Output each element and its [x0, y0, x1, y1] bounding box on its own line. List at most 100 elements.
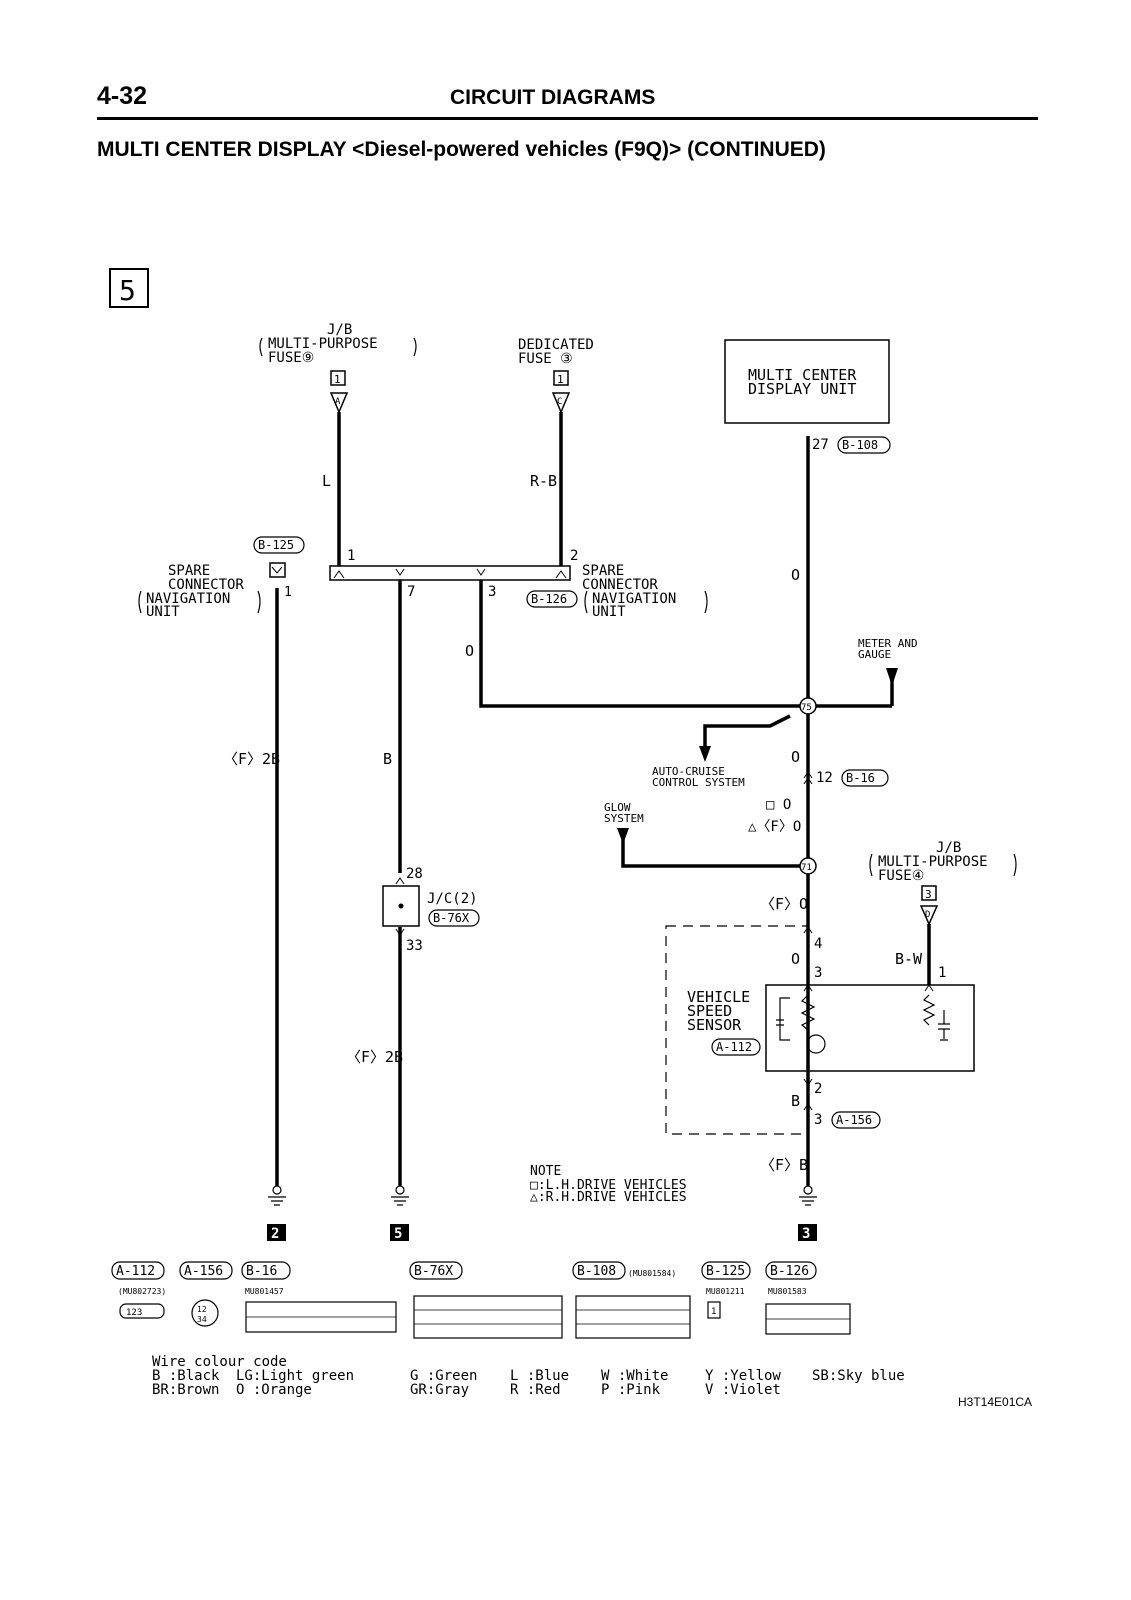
legend-pins-a156-top: 12 [197, 1305, 207, 1314]
jb-fuse-9: J/B MULTI-PURPOSE FUSE⑨ 1 A [259, 322, 417, 414]
wire-glow [621, 832, 808, 868]
unit-label-1: MULTI CENTER [748, 366, 857, 384]
code-b126: B-126 [531, 592, 567, 606]
legend-code-b126: B-126 [770, 1264, 809, 1279]
pin-1: 1 [347, 548, 355, 564]
spare-connector-b126: 1 2 7 3 B-126 SPARE CONNECTOR NAVIGATION… [329, 548, 708, 620]
legend-part-b125: MU801211 [706, 1287, 745, 1296]
colour-br: BR:Brown [152, 1382, 219, 1398]
wire-label-f2b-1: 〈F〉2B [223, 750, 280, 768]
note-title: NOTE [530, 1164, 561, 1179]
legend-code-b16: B-16 [246, 1264, 277, 1279]
dedicated-fuse-3: DEDICATED FUSE ③ 1 C [518, 337, 594, 414]
label-spare: SPARE [582, 563, 624, 579]
vehicle-speed-sensor: VEHICLE SPEED SENSOR A-112 4 3 2 3 A-156… [665, 925, 975, 1135]
code-b108: B-108 [842, 438, 878, 452]
legend-code-b108: B-108 [577, 1264, 616, 1279]
label-sensor: SENSOR [687, 1016, 742, 1034]
ground-number: 5 [394, 1226, 402, 1242]
code-b16: B-16 [846, 771, 875, 785]
page-subtitle: MULTI CENTER DISPLAY <Diesel-powered veh… [97, 138, 826, 161]
label-unit: UNIT [146, 604, 180, 620]
pin-7: 7 [407, 584, 415, 600]
pin-2: 2 [570, 548, 578, 564]
wire-label-fo: 〈F〉O [760, 895, 808, 913]
legend-code-a156: A-156 [184, 1264, 223, 1279]
splice-number: 75 [801, 703, 812, 713]
wire-label-o-4: O [791, 950, 800, 968]
sheet-marker-number: 5 [119, 274, 136, 307]
splice-75: 75 [799, 697, 817, 715]
wire-label-o-1: O [791, 566, 800, 584]
ground-2: 2 [267, 1185, 286, 1242]
label-jb: J/B [327, 322, 352, 338]
pin-27: 27 [812, 437, 829, 453]
wire-label-tri-fo: △〈F〉O [748, 819, 801, 835]
label-connector: CONNECTOR [582, 577, 658, 593]
label-vehicle: VEHICLE [687, 988, 750, 1006]
pin-3: 3 [814, 965, 822, 981]
label-auto-cruise: AUTO-CRUISE [652, 765, 725, 778]
wire-colour-code: Wire colour code B :Black BR:Brown LG:Li… [152, 1354, 905, 1398]
pin-1: 1 [938, 965, 946, 981]
wire-label-b-2: B [791, 1092, 800, 1110]
colour-o: O :Orange [236, 1382, 312, 1398]
wire-set [275, 412, 931, 1186]
legend-code-a112: A-112 [116, 1264, 155, 1279]
legend-part-b16: MU801457 [245, 1287, 284, 1296]
wire-label-rb: R-B [530, 472, 557, 490]
document-code: H3T14E01CA [958, 1395, 1033, 1409]
label-gauge: GAUGE [858, 648, 891, 661]
ground-5: 5 [390, 1185, 409, 1242]
label-meter: METER AND [858, 637, 918, 650]
colour-l: L :Blue [510, 1368, 569, 1384]
pin-12: 12 [816, 770, 833, 786]
joint-connector-2: 28 33 J/C(2) B-76X [382, 866, 480, 954]
section-title: CIRCUIT DIAGRAMS [450, 86, 656, 109]
pin-2: 2 [814, 1081, 822, 1097]
spare-connector-b125: B-125 1 SPARE CONNECTOR NAVIGATION UNIT [138, 536, 305, 620]
pin-3: 3 [488, 584, 496, 600]
fuse-location-box: 1 [334, 373, 341, 386]
wire-label-o-2: O [465, 642, 474, 660]
legend-part-b108: (MU801584) [628, 1269, 676, 1278]
header-rule [97, 117, 1038, 120]
wire-label-fb: 〈F〉B [760, 1156, 808, 1174]
pin-33: 33 [406, 938, 423, 954]
ground-number: 3 [802, 1226, 810, 1242]
label-fuse: FUSE④ [878, 868, 924, 884]
label-system: SYSTEM [604, 812, 644, 825]
connector-letter: C [557, 397, 562, 407]
label-unit: UNIT [592, 604, 626, 620]
fuse-location-box: 1 [557, 373, 564, 386]
label-multi-purpose: MULTI-PURPOSE [878, 854, 988, 870]
label-multi-purpose: MULTI-PURPOSE [268, 336, 378, 352]
colour-code-title: Wire colour code [152, 1354, 287, 1370]
pin-28: 28 [406, 866, 423, 882]
colour-g: G :Green [410, 1368, 477, 1384]
wire-o-to-75 [479, 580, 808, 708]
unit-label-2: DISPLAY UNIT [748, 380, 856, 398]
pin-3-lower: 3 [814, 1112, 822, 1128]
legend-code-b76x: B-76X [414, 1264, 453, 1279]
wire-cruise [703, 714, 791, 748]
colour-b: B :Black [152, 1368, 220, 1384]
label-fuse: FUSE ③ [518, 351, 573, 367]
code-a112: A-112 [716, 1040, 752, 1054]
ground-3: 3 [798, 1185, 817, 1242]
colour-r: R :Red [510, 1382, 561, 1398]
wire-label-f2b-2: 〈F〉2B [346, 1048, 403, 1066]
colour-gr: GR:Gray [410, 1382, 469, 1398]
connector-legend: A-112 (MU802723) 123 A-156 12 34 B-16 MU… [111, 1261, 851, 1339]
note-lhd: □:L.H.DRIVE VEHICLES [530, 1178, 687, 1193]
connector-letter: D [925, 910, 930, 920]
legend-pins-a112: 123 [126, 1308, 142, 1318]
splice-71: 71 [799, 857, 817, 875]
label-dedicated: DEDICATED [518, 337, 594, 353]
colour-p: P :Pink [601, 1382, 661, 1398]
arrowheads [617, 668, 898, 844]
code-b76x: B-76X [433, 911, 470, 925]
note: NOTE □:L.H.DRIVE VEHICLES △:R.H.DRIVE VE… [530, 1164, 687, 1205]
